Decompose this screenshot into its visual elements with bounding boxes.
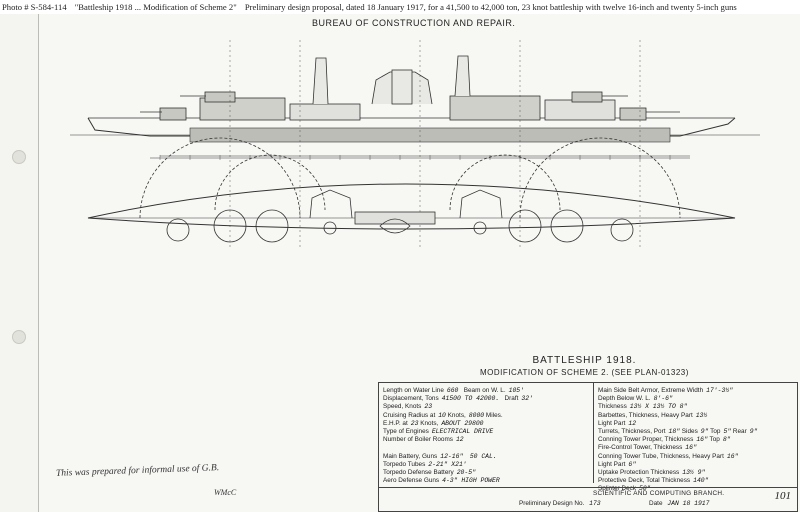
drawing-title: BATTLESHIP 1918. — [532, 355, 637, 366]
drawing-title-block: BATTLESHIP 1918. MODIFICATION OF SCHEME … — [480, 355, 689, 377]
binder-holes — [4, 0, 34, 512]
spec-row: Depth Below W. L.8'-6" — [598, 395, 673, 403]
binder-hole — [12, 330, 26, 344]
handwritten-initials: WMcC — [214, 488, 237, 497]
binder-hole — [12, 150, 26, 164]
design-date: Date JAN 18 1917 — [649, 500, 710, 507]
photo-caption: Photo # S-584-114 "Battleship 1918 ... M… — [0, 0, 800, 14]
spec-row: Conning Tower Tube, Thickness, Heavy Par… — [598, 452, 739, 460]
photo-number: Photo # S-584-114 — [2, 2, 67, 12]
branch-name: SCIENTIFIC AND COMPUTING BRANCH. — [593, 490, 725, 497]
design-number: Preliminary Design No. 173 — [519, 500, 601, 507]
specs-footer: SCIENTIFIC AND COMPUTING BRANCH. Prelimi… — [379, 487, 797, 512]
drawing-subtitle: MODIFICATION OF SCHEME 2. (SEE PLAN-0132… — [480, 368, 689, 377]
sheet-stamp: 101 — [774, 490, 792, 502]
photo-description: Preliminary design proposal, dated 18 Ja… — [244, 2, 737, 12]
photo-title: "Battleship 1918 ... Modification of Sch… — [74, 2, 237, 12]
bureau-heading: BUREAU OF CONSTRUCTION AND REPAIR. — [312, 18, 516, 28]
spec-row — [383, 444, 588, 452]
